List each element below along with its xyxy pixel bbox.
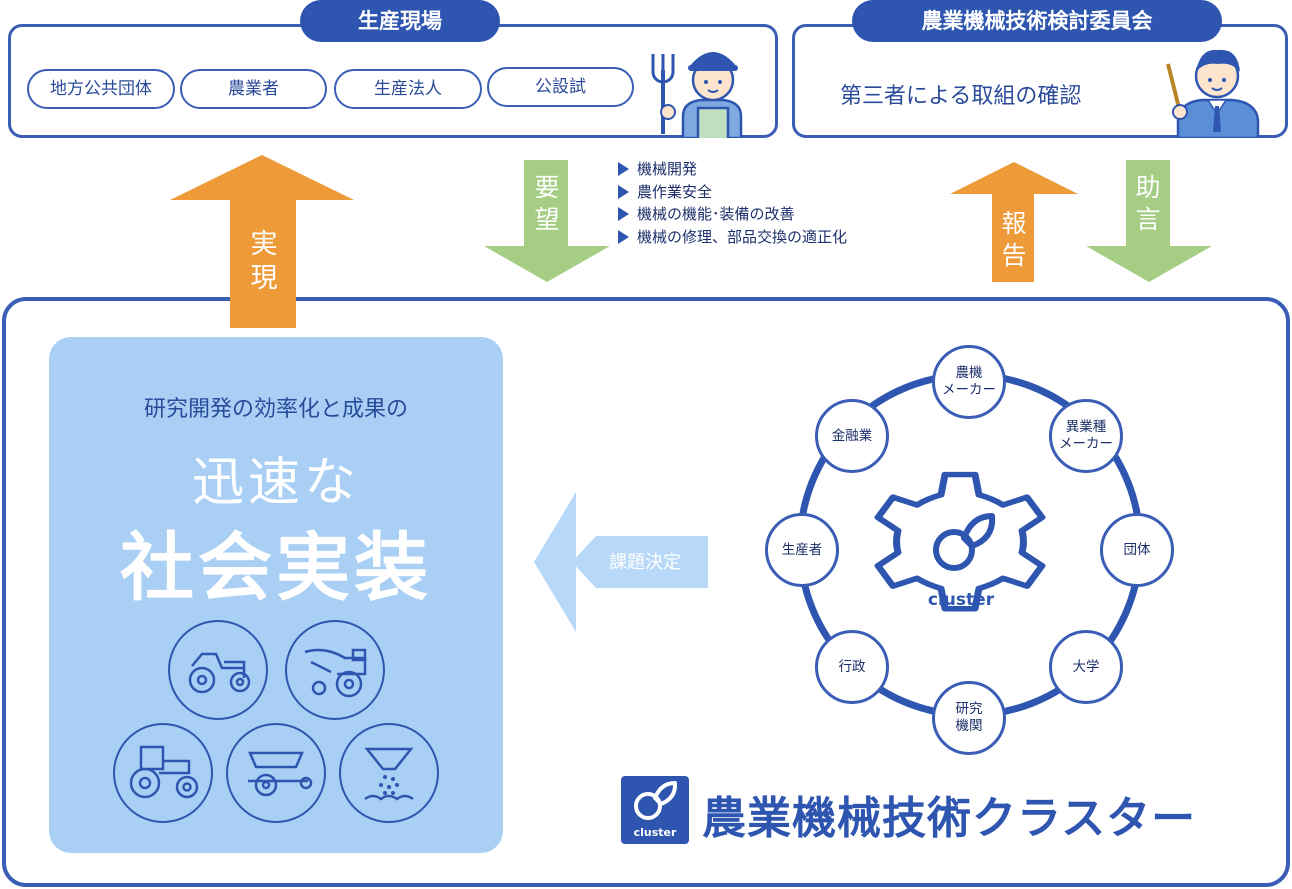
cluster-center-logo-icon (933, 513, 996, 571)
pill-local-government: 地方公共団体 (27, 69, 175, 109)
advice-arrow (1086, 160, 1212, 282)
request-item: 機械開発 (618, 158, 847, 181)
farmer-with-fork-icon (651, 52, 743, 138)
third-party-confirmation-text: 第三者による取組の確認 (840, 84, 1082, 109)
gear-icon (874, 471, 1046, 612)
brand-logo: cluster (621, 776, 689, 844)
brand-logo-mark-icon (634, 781, 678, 820)
node-producer: 生産者 (765, 513, 839, 587)
triangle-bullet-icon (618, 207, 629, 222)
report-arrow (950, 162, 1078, 282)
node-government: 行政 (815, 630, 889, 704)
result-subtitle: 研究開発の効率化と成果の (143, 397, 408, 422)
triangle-bullet-icon (618, 229, 629, 244)
brand-name: 農業機械技術クラスター (702, 793, 1197, 844)
result-title-line1: 迅速な (191, 453, 360, 513)
request-arrow (484, 160, 610, 282)
request-list: 機械開発 農作業安全 機械の機能･装備の改善 機械の修理、部品交換の適正化 (618, 158, 847, 248)
fertilizer-spreader-icon (339, 723, 439, 823)
businessman-with-pointer-icon (1166, 49, 1260, 138)
decide-arrow (534, 492, 708, 632)
pill-farmer: 農業者 (180, 69, 327, 109)
decide-label: 課題決定 (609, 552, 681, 573)
realize-label: 実現 (250, 229, 278, 294)
request-item: 機械の機能･装備の改善 (618, 203, 847, 226)
advice-label: 助言 (1135, 173, 1161, 234)
pill-production-corporation: 生産法人 (334, 69, 482, 109)
node-organization: 団体 (1100, 513, 1174, 587)
request-item: 機械の修理、部品交換の適正化 (618, 226, 847, 249)
report-label: 報告 (1001, 209, 1027, 270)
result-title-line2: 社会実装 (120, 525, 432, 611)
seeder-icon (226, 723, 326, 823)
realize-arrow-stem (230, 290, 296, 328)
tiller-icon (285, 620, 385, 720)
node-finance: 金融業 (815, 399, 889, 473)
pill-public-testing-institute: 公設試 (487, 67, 634, 107)
request-item: 農作業安全 (618, 181, 847, 204)
request-label: 要望 (534, 173, 560, 234)
realize-arrow (170, 155, 354, 327)
large-tractor-icon (113, 723, 213, 823)
production-site-tab: 生産現場 (300, 0, 500, 42)
brand-logo-label: cluster (633, 826, 677, 839)
triangle-bullet-icon (618, 162, 629, 177)
review-committee-tab: 農業機械技術検討委員会 (852, 0, 1222, 42)
node-university: 大学 (1049, 630, 1123, 704)
triangle-bullet-icon (618, 184, 629, 199)
tractor-icon (168, 620, 268, 720)
cluster-center-label: cluster (927, 590, 995, 610)
node-other-industry-maker: 異業種メーカー (1049, 399, 1123, 473)
node-agri-machine-maker: 農機メーカー (932, 345, 1006, 419)
node-research-institute: 研究機関 (932, 681, 1006, 755)
